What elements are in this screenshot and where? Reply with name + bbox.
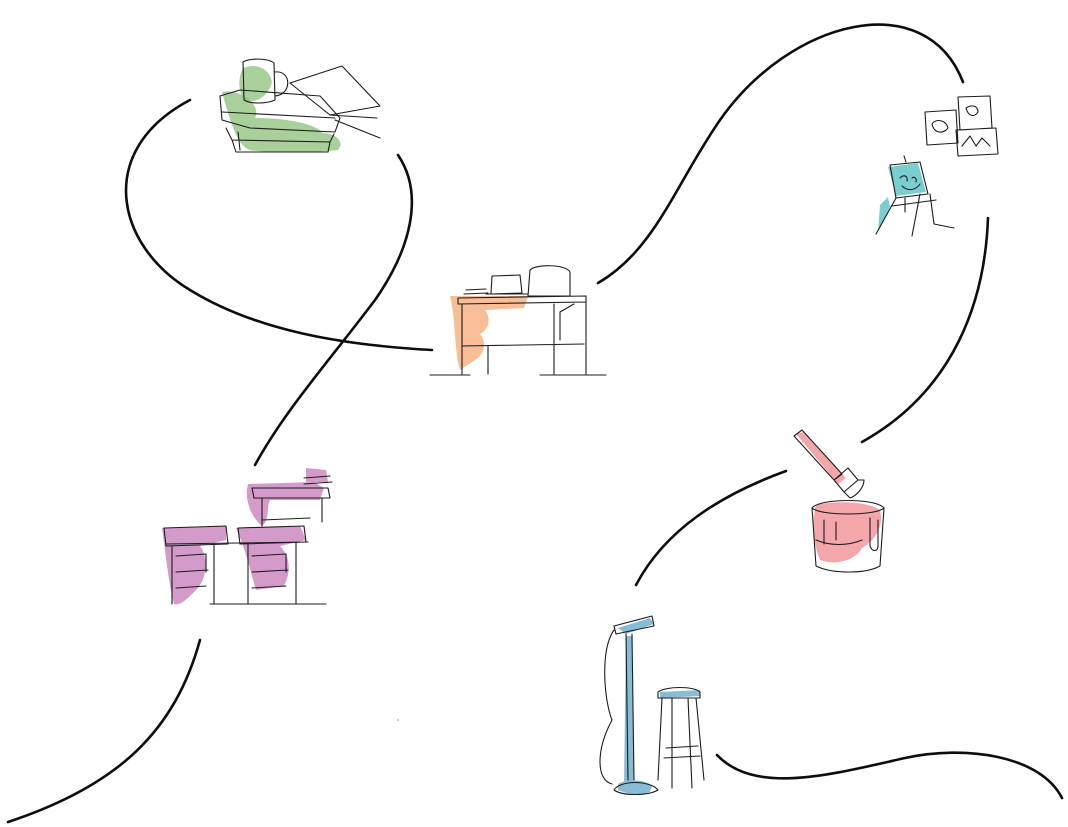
books-and-mug-drawing [220,59,380,152]
paint-can-and-brush-drawing [794,430,884,572]
path-segment [598,25,963,283]
picture-frames [925,96,998,156]
office-desk-drawing [430,266,606,375]
path-segment [717,753,1062,798]
path-segment [636,471,786,585]
path-segment [255,155,412,465]
desk-papers [464,289,488,294]
chair-back [528,266,570,296]
easel-and-frames-drawing [876,96,998,236]
path-segment [8,640,200,822]
bar-stool [658,688,704,789]
stray-dot [397,719,399,721]
journey-path [8,25,1062,822]
school-desks-drawing [162,468,332,604]
path-segment [862,218,988,442]
laptop [486,275,528,294]
microphone-and-stool-drawing [600,616,704,795]
